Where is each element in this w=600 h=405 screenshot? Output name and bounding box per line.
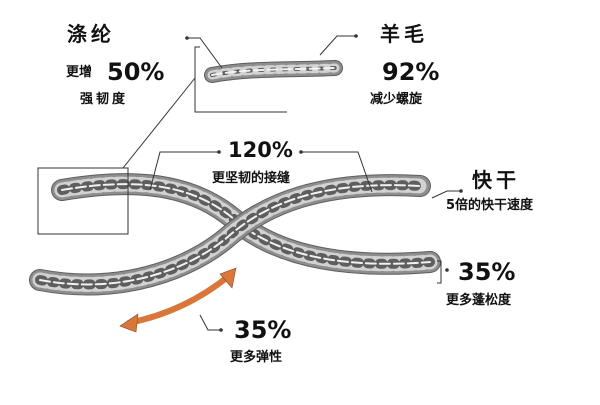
elasticity-value: 35% — [234, 316, 292, 344]
zoom-connector — [122, 77, 196, 169]
loft-desc: 更多蓬松度 — [446, 293, 512, 308]
seam-leader-right — [302, 151, 373, 193]
polyester-wool-yarn — [204, 60, 343, 83]
polyester-leader — [188, 37, 223, 69]
zoom-box — [37, 167, 129, 235]
polyester-value: 50% — [107, 58, 165, 86]
loft-value: 35% — [458, 258, 516, 286]
leader-dots — [185, 34, 463, 332]
quick-dry-title: 快干 — [472, 168, 520, 192]
yarn-ropes — [29, 60, 441, 296]
quick-dry-leader — [431, 190, 460, 199]
polyester-bracket — [194, 46, 287, 113]
seam-desc: 更坚韧的接缝 — [212, 171, 291, 186]
wool-value: 92% — [382, 58, 440, 86]
rope-strand — [39, 184, 421, 286]
elasticity-desc: 更多弹性 — [230, 350, 283, 365]
wool-title: 羊毛 — [380, 22, 428, 46]
wool-leader — [319, 35, 355, 56]
braid-lower-left-to-upper-right — [29, 174, 431, 296]
elasticity-leader — [199, 314, 220, 331]
elasticity-arrow-icon — [119, 267, 237, 333]
polyester-prefix: 更增 — [66, 65, 93, 80]
quick-dry-desc: 5倍的快干速度 — [446, 198, 534, 213]
leader-lines — [37, 35, 460, 331]
polyester-desc: 强韧度 — [80, 92, 129, 107]
polyester-title: 涤纶 — [67, 22, 115, 46]
wool-desc: 减少螺旋 — [370, 92, 423, 107]
loft-bracket — [437, 260, 442, 284]
rope-strand — [211, 67, 336, 76]
seam-leader-left — [149, 151, 218, 191]
seam-value: 120% — [228, 138, 293, 162]
